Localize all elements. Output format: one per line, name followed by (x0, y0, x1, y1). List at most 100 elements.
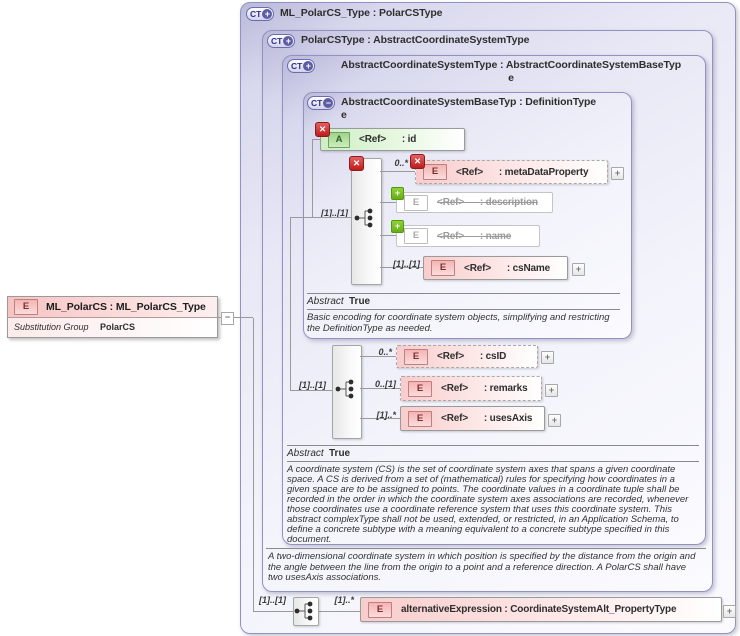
box4-header: CT− AbstractCoordinateSystemBaseTyp : De… (307, 96, 596, 122)
connector-line (290, 217, 351, 218)
complextype-icon[interactable]: CT+ (246, 7, 274, 21)
substitution-group-value: PolarCS (100, 322, 136, 332)
element-csname-label: <Ref> : csName (464, 262, 551, 274)
element-usesaxis-label: <Ref> : usesAxis (441, 413, 533, 424)
box1-title: ML_PolarCS_Type : PolarCSType (280, 7, 443, 19)
ct-letters: CT (250, 9, 262, 19)
element-remarks-label: <Ref> : remarks (441, 383, 528, 394)
element-csid-label: <Ref> : csID (437, 351, 507, 362)
cardinality-label: [1]..[1] (259, 595, 286, 605)
cardinality-label: 0..[1] (374, 379, 396, 389)
abstract-label: Abstract (287, 448, 324, 459)
element-icon: E (368, 601, 392, 618)
connector-line (360, 388, 400, 389)
element-icon: E (404, 194, 428, 211)
cardinality-label: 0..* (378, 347, 392, 357)
abstract-label: Abstract (307, 296, 344, 307)
connector-line (312, 139, 320, 140)
ct-letters: CT (271, 36, 283, 46)
derivation-minus-icon: − (323, 98, 334, 108)
cardinality-label: [1]..[1] (299, 380, 326, 390)
element-icon: E (408, 380, 432, 397)
global-element-ml-polarcs[interactable]: E ML_PolarCS : ML_PolarCS_Type Substitut… (7, 296, 218, 338)
box2-title: PolarCSType : AbstractCoordinateSystemTy… (301, 34, 530, 46)
ct-letters: CT (291, 61, 303, 71)
global-element-title: ML_PolarCS : ML_PolarCS_Type (46, 301, 206, 313)
expand-button[interactable]: + (611, 167, 624, 180)
element-usesaxis-node[interactable]: E <Ref> : usesAxis (400, 406, 545, 431)
abstract-value: True (329, 448, 351, 459)
element-icon: E (404, 228, 428, 244)
box3-header: CT+ AbstractCoordinateSystemType : Abstr… (287, 59, 701, 85)
separator-line (307, 309, 620, 310)
derivation-plus-icon: + (283, 36, 294, 46)
connector-line (360, 356, 396, 357)
cardinality-label: [1]..[1] (321, 208, 348, 218)
connector-line (380, 202, 396, 203)
separator-line (287, 445, 699, 446)
connector-line (218, 317, 222, 318)
sequence-icon (294, 601, 313, 621)
sequence-group-box1[interactable] (293, 597, 319, 626)
expand-button[interactable]: + (545, 384, 558, 397)
element-icon: E (404, 348, 428, 365)
attribute-id-node[interactable]: A <Ref> : id (320, 128, 465, 151)
connector-line (380, 171, 415, 172)
removed-badge-icon: ✕ (410, 154, 425, 169)
box2-header: CT+ PolarCSType : AbstractCoordinateSyst… (267, 34, 530, 48)
expand-button[interactable]: + (548, 414, 561, 427)
sequence-icon (335, 379, 354, 399)
ct-letters: CT (311, 98, 323, 108)
box3-title-line2: e (508, 72, 514, 84)
sequence-group-box4[interactable] (351, 158, 382, 285)
element-remarks-node[interactable]: E <Ref> : remarks (400, 376, 542, 401)
cardinality-label: [1]..* (376, 410, 396, 420)
complextype-icon[interactable]: CT− (307, 96, 335, 110)
separator-line (287, 461, 699, 462)
box4-title-line1: AbstractCoordinateSystemBaseTyp : Defini… (341, 96, 597, 108)
connector-line (380, 235, 396, 236)
attribute-icon: A (328, 131, 350, 148)
connector-line (253, 318, 254, 611)
derivation-plus-icon: + (262, 9, 273, 19)
connector-line (360, 418, 400, 419)
element-description-label: <Ref> : description (437, 197, 538, 208)
element-csid-node[interactable]: E <Ref> : csID (396, 345, 538, 368)
attribute-id-label: <Ref> : id (359, 134, 417, 145)
derivation-plus-icon: + (303, 61, 314, 71)
added-badge-icon: + (391, 187, 404, 200)
expand-button[interactable]: + (572, 263, 585, 276)
cardinality-label: 0..* (394, 158, 408, 168)
connector-line (290, 390, 332, 391)
element-name-node[interactable]: E <Ref> : name (396, 225, 540, 247)
connector-line (290, 217, 291, 390)
element-alternativeexpression-node[interactable]: E alternativeExpression : CoordinateSyst… (360, 597, 722, 622)
box4-documentation: Basic encoding for coordinate system obj… (307, 312, 610, 334)
box2-documentation: A two-dimensional coordinate system in w… (268, 551, 696, 583)
element-icon: E (431, 260, 455, 276)
complextype-icon[interactable]: CT+ (267, 34, 295, 48)
expand-button[interactable]: + (541, 351, 554, 364)
element-csname-node[interactable]: E <Ref> : csName (423, 256, 568, 280)
element-icon: E (14, 299, 38, 315)
substitution-group-label: Substitution Group (14, 322, 89, 332)
separator-line (266, 548, 706, 549)
connector-line (253, 611, 293, 612)
expand-button[interactable]: + (723, 605, 736, 618)
element-description-node[interactable]: E <Ref> : description (396, 192, 553, 213)
cardinality-label: [1]..* (334, 595, 354, 605)
complextype-icon[interactable]: CT+ (287, 59, 315, 73)
element-metadataproperty-node[interactable]: E <Ref> : metaDataProperty (415, 160, 608, 184)
element-name-label: <Ref> : name (437, 230, 512, 242)
box4-title-line2: e (341, 109, 347, 121)
connector-line (380, 267, 423, 268)
element-metadataproperty-label: <Ref> : metaDataProperty (456, 166, 589, 178)
sequence-group-box3[interactable] (332, 345, 362, 439)
collapse-button[interactable]: − (221, 312, 234, 325)
connector-line (233, 317, 253, 318)
connector-line (317, 611, 360, 612)
cardinality-label: [1]..[1] (393, 259, 420, 269)
box1-header: CT+ ML_PolarCS_Type : PolarCSType (246, 7, 443, 21)
added-badge-icon: + (391, 220, 404, 233)
